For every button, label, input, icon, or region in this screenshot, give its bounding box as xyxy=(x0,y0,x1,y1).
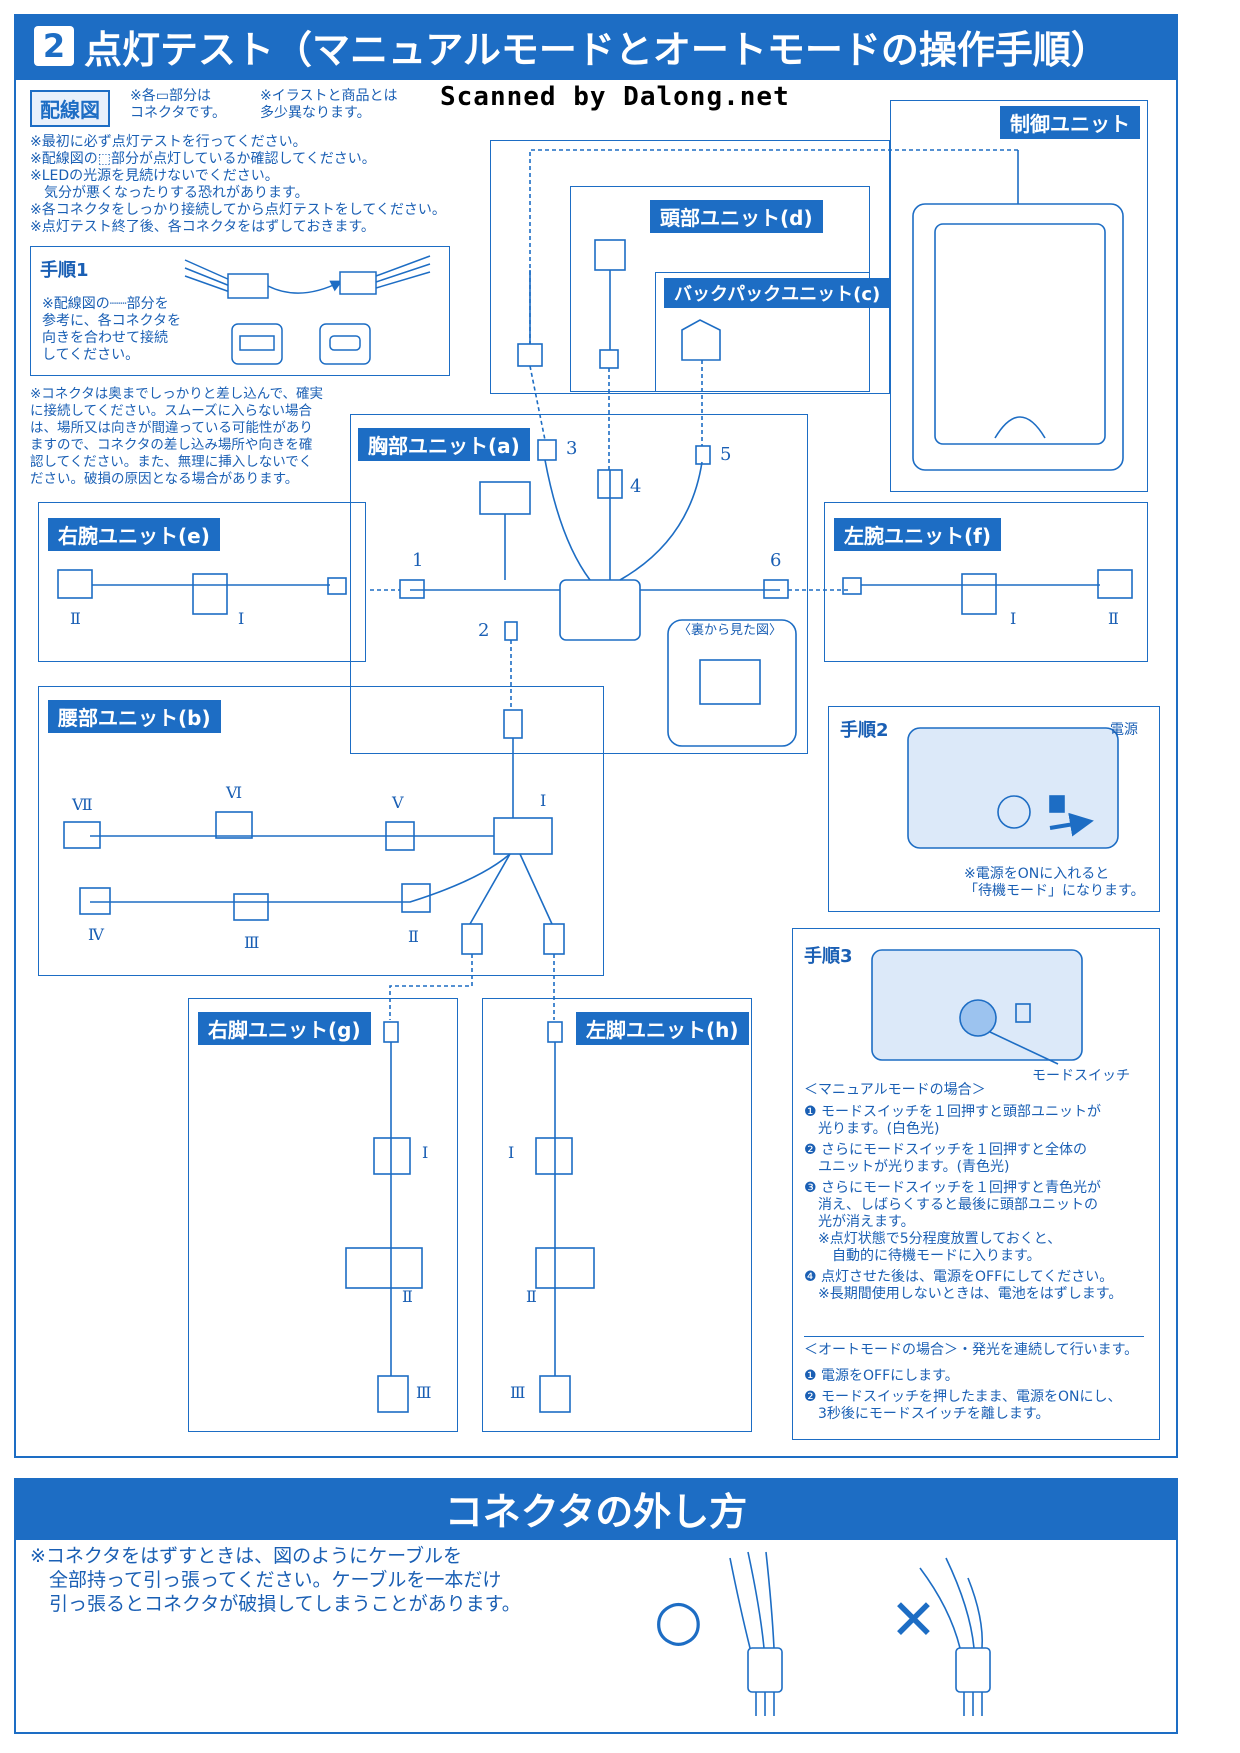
manual-step-3: ❸ さらにモードスイッチを１回押すと青色光が 消え、しばらくすると最後に頭部ユニ… xyxy=(804,1180,1101,1264)
section-number: 2 xyxy=(34,26,74,66)
mode-switch-label: モードスイッチ xyxy=(1032,1068,1130,1084)
cable-number-5: 5 xyxy=(720,444,731,465)
control-unit-label: 制御ユニット xyxy=(1000,106,1140,139)
cable-number-1: 1 xyxy=(412,550,423,571)
cable-number-6: 6 xyxy=(770,550,781,571)
cable-number-4: 4 xyxy=(630,476,641,497)
left-arm-box xyxy=(824,502,1148,662)
ng-mark: ✕ xyxy=(890,1588,937,1653)
watermark-text: Scanned by Dalong.net xyxy=(440,82,790,112)
right-leg-unit-label: 右脚ユニット(g) xyxy=(198,1012,371,1045)
manual-step-1: ❶ モードスイッチを１回押すと頭部ユニットが 光ります。(白色光) xyxy=(804,1104,1101,1137)
step2-box xyxy=(828,706,1160,912)
left-leg-box xyxy=(482,998,752,1432)
step1-text: ※配線図の┈┈部分を 参考に、各コネクタを 向きを合わせて接続 してください。 xyxy=(42,296,182,363)
wiring-label: 配線図 xyxy=(30,90,110,127)
roman-b-7: Ⅶ xyxy=(71,795,93,814)
ok-mark: ○ xyxy=(654,1588,703,1653)
auto-step-2: ❷ モードスイッチを押したまま、電源をONにし、 3秒後にモードスイッチを離しま… xyxy=(804,1389,1122,1422)
chest-unit-label: 胸部ユニット(a) xyxy=(358,428,530,461)
left-arm-unit-label: 左腕ユニット(f) xyxy=(834,518,1001,551)
right-arm-unit-label: 右腕ユニット(e) xyxy=(48,518,220,551)
step2-note: ※電源をONに入れると 「待機モード」になります。 xyxy=(964,866,1145,899)
roman-h-2: Ⅱ xyxy=(526,1287,537,1306)
step1-label: 手順1 xyxy=(40,260,89,281)
wiring-note-2: ※イラストと商品とは 多少異なります。 xyxy=(260,88,398,121)
head-unit-label: 頭部ユニット(d) xyxy=(650,200,823,233)
right-arm-box xyxy=(38,502,366,662)
cable-number-3: 3 xyxy=(566,438,577,459)
roman-b-3: Ⅲ xyxy=(244,933,259,952)
connector-illustration xyxy=(184,255,431,365)
control-box xyxy=(890,100,1148,492)
roman-e-1: Ⅰ xyxy=(238,609,244,628)
waist-box xyxy=(38,686,604,976)
roman-f-2: Ⅱ xyxy=(1108,609,1119,628)
step3-label: 手順3 xyxy=(804,946,853,967)
chest-box xyxy=(350,414,808,754)
roman-g-2: Ⅱ xyxy=(402,1287,413,1306)
back-view-label: 〈裏から見た図〉 xyxy=(678,623,783,638)
right-leg-box xyxy=(188,998,458,1432)
cable-number-2: 2 xyxy=(478,620,489,641)
connector-removal-title: コネクタの外し方 xyxy=(14,1478,1178,1538)
roman-h-1: Ⅰ xyxy=(508,1143,514,1162)
control-wiring-box xyxy=(490,140,890,394)
roman-b-2: Ⅱ xyxy=(408,927,419,946)
page-title-bar: 2 点灯テスト（マニュアルモードとオートモードの操作手順） xyxy=(14,14,1178,78)
roman-b-6: Ⅵ xyxy=(225,783,242,802)
step3-divider xyxy=(804,1336,1144,1337)
manual-mode-title: ＜マニュアルモードの場合＞ xyxy=(804,1082,986,1098)
roman-b-5: Ⅴ xyxy=(391,793,404,812)
power-label: 電源 xyxy=(1110,722,1138,738)
auto-step-1: ❶ 電源をOFFにします。 xyxy=(804,1368,959,1384)
connector-removal-text: ※コネクタをはずすときは、図のようにケーブルを 全部持って引っ張ってください。ケ… xyxy=(30,1545,521,1615)
roman-e-2: Ⅱ xyxy=(70,609,81,628)
backpack-unit-label: バックパックユニット(c) xyxy=(664,278,891,308)
roman-f-1: Ⅰ xyxy=(1010,609,1016,628)
wiring-diagram: 1 2 3 4 5 6 Ⅱ Ⅰ Ⅰ Ⅱ Ⅰ Ⅶ Ⅵ Ⅴ Ⅳ Ⅲ Ⅱ Ⅰ Ⅱ Ⅲ … xyxy=(57,149,1133,1413)
step3-box xyxy=(792,928,1160,1440)
roman-b-1: Ⅰ xyxy=(540,791,546,810)
manual-step-4: ❹ 点灯させた後は、電源をOFFにしてください。 ※長期間使用しないときは、電池… xyxy=(804,1269,1123,1302)
left-leg-unit-label: 左脚ユニット(h) xyxy=(576,1012,749,1045)
backpack-box xyxy=(655,272,870,392)
hand-illustration xyxy=(729,1551,991,1716)
roman-h-3: Ⅲ xyxy=(510,1383,525,1402)
auto-steps: ❶ 電源をOFFにします。 ❷ モードスイッチを押したまま、電源をONにし、 3… xyxy=(804,1368,1154,1423)
manual-steps: ❶ モードスイッチを１回押すと頭部ユニットが 光ります。(白色光) ❷ さらにモ… xyxy=(804,1104,1154,1303)
step2-label: 手順2 xyxy=(840,720,889,741)
main-frame xyxy=(14,78,1178,1458)
waist-unit-label: 腰部ユニット(b) xyxy=(48,700,221,733)
connector-note: ※コネクタは奥までしっかりと差し込んで、確実 に接続してください。スムーズに入ら… xyxy=(30,386,324,487)
manual-step-2: ❷ さらにモードスイッチを１回押すと全体の ユニットが光ります。(青色光) xyxy=(804,1142,1087,1175)
wiring-note-1: ※各▭部分は コネクタです。 xyxy=(130,88,227,121)
roman-g-3: Ⅲ xyxy=(416,1383,431,1402)
auto-mode-title: ＜オートモードの場合＞・発光を連続して行います。 xyxy=(804,1342,1139,1358)
warnings-text: ※最初に必ず点灯テストを行ってください。 ※配線図の⬚部分が点灯しているか確認し… xyxy=(30,134,446,235)
roman-b-4: Ⅳ xyxy=(88,925,105,944)
bottom-frame xyxy=(14,1538,1178,1734)
step1-box xyxy=(30,246,450,376)
page-title: 点灯テスト（マニュアルモードとオートモードの操作手順） xyxy=(84,27,1109,72)
roman-g-1: Ⅰ xyxy=(422,1143,428,1162)
